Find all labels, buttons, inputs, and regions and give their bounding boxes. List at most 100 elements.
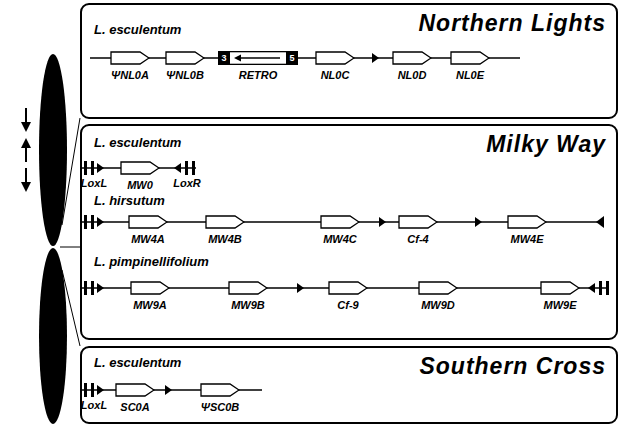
gene-arrow (165, 51, 205, 65)
cluster-title: Southern Cross (419, 353, 606, 379)
lox-triangle (588, 283, 595, 293)
gene-arrow (130, 281, 170, 295)
end-label: 5 (286, 51, 298, 65)
gene-label: MW9D (421, 299, 455, 312)
lox-bar (84, 383, 87, 397)
gene-arrow-outline (229, 282, 267, 294)
lox-label: LoxR (173, 177, 201, 190)
gene-arrow (200, 383, 240, 397)
gene-box: SC0A (115, 383, 155, 415)
arrow-head (21, 122, 31, 132)
lox-bar (84, 215, 87, 229)
gene-arrow-outline (111, 52, 149, 64)
site-triangle (297, 283, 304, 293)
species-name: L. esculentum (94, 136, 181, 151)
gene-box: MW9D (418, 281, 458, 313)
orientation-arrow (25, 108, 27, 124)
gene-arrow (507, 215, 547, 229)
lox-bar (606, 281, 609, 295)
species-name: L. esculentum (94, 356, 181, 371)
gene-label: ΨNL0B (166, 69, 204, 82)
gene-arrow (320, 215, 360, 229)
site-triangle (475, 217, 482, 227)
gene-arrow (120, 161, 160, 175)
gene-box: Cf-4 (398, 215, 438, 247)
gene-label: MW9A (133, 299, 167, 312)
gene-arrow-outline (201, 384, 239, 396)
gene-arrow (205, 215, 245, 229)
lox-triangle (97, 217, 104, 227)
end-label: 3 (218, 51, 230, 65)
lox-label: LoxL (81, 177, 107, 190)
gene-label: MW4B (208, 233, 242, 246)
gene-box: MW9A (130, 281, 170, 313)
lox-bar (91, 383, 94, 397)
gene-label: NL0E (456, 69, 484, 82)
gene-label: MW0 (127, 179, 153, 192)
gene-arrow-outline (399, 216, 437, 228)
retro-element: 35RETRO (218, 51, 298, 83)
arrow-head (21, 182, 31, 192)
gene-label: MW4A (131, 233, 165, 246)
gene-arrow (540, 281, 580, 295)
arrow-head (21, 138, 31, 148)
site-triangle (596, 216, 604, 228)
lox-bar (192, 161, 195, 175)
ltr-end (286, 51, 298, 65)
gene-arrow (115, 383, 155, 397)
gene-arrow-outline (321, 216, 359, 228)
lox-bar (599, 281, 602, 295)
cluster-panel: Southern Cross L. esculentumSC0A ΨSC0B (80, 346, 618, 424)
cluster-title: Milky Way (486, 131, 606, 157)
retro-outline (218, 51, 298, 65)
cluster-panel: Milky WayL. esculentumL. hirsutumL. pimp… (80, 124, 618, 340)
gene-arrow-outline (508, 216, 546, 228)
cluster-panel: Northern LightsL. esculentumΨNL0AΨNL0B35… (80, 3, 618, 119)
gene-arrow-outline (206, 216, 244, 228)
gene-arrow (328, 281, 368, 295)
gene-arrow (450, 51, 490, 65)
gene-arrow (228, 281, 268, 295)
gene-box: ΨSC0B (199, 383, 242, 415)
gene-arrow (128, 215, 168, 229)
gene-box: NL0D (392, 51, 432, 83)
gene-arrow-outline (129, 216, 167, 228)
gene-box: NL0E (450, 51, 490, 83)
ltr-end (218, 51, 230, 65)
lox-bar (91, 215, 94, 229)
gene-arrow-outline (121, 162, 159, 174)
gene-box: MW4E (507, 215, 547, 247)
gene-label: ΨNL0A (111, 69, 149, 82)
site-triangle (165, 385, 172, 395)
gene-box: ΨNL0A (109, 51, 151, 83)
zoom-line (60, 247, 80, 248)
lox-triangle (97, 163, 104, 173)
gene-label: NL0C (321, 69, 350, 82)
gene-arrow (418, 281, 458, 295)
orientation-arrow (25, 146, 27, 162)
gene-arrow-outline (419, 282, 457, 294)
gene-label: Cf-4 (407, 233, 428, 246)
gene-label: RETRO (239, 69, 278, 82)
gene-label: MW4E (511, 233, 544, 246)
cluster-title: Northern Lights (419, 10, 607, 36)
gene-label: ΨSC0B (201, 401, 239, 414)
lox-bar (185, 161, 188, 175)
gene-arrow-outline (116, 384, 154, 396)
retro-box: 35 (218, 51, 298, 65)
gene-box: NL0C (315, 51, 355, 83)
gene-box: MW9E (540, 281, 580, 313)
gene-arrow-outline (393, 52, 431, 64)
gene-box: ΨNL0B (164, 51, 206, 83)
gene-box: MW4A (128, 215, 168, 247)
gene-box: MW0 (120, 161, 160, 193)
gene-box: MW4B (205, 215, 245, 247)
site-triangle (372, 53, 379, 63)
gene-arrow (110, 51, 150, 65)
lox-label: LoxL (81, 399, 107, 412)
lox-bar (91, 161, 94, 175)
gene-arrow-outline (451, 52, 489, 64)
lox-triangle (174, 163, 181, 173)
gene-label: MW9E (544, 299, 577, 312)
